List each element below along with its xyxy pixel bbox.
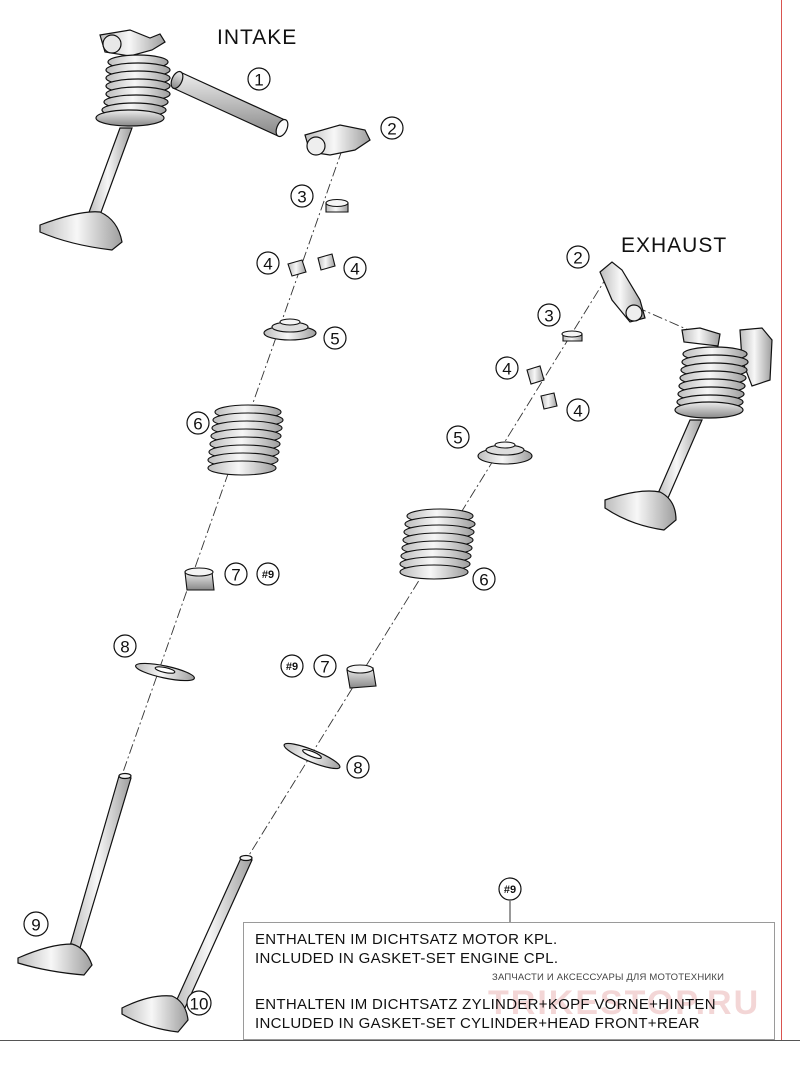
svg-text:4: 4 <box>573 402 582 421</box>
callout-5-intake: 5 <box>323 326 347 350</box>
svg-text:5: 5 <box>453 429 462 448</box>
callout-3-exhaust: 3 <box>537 303 561 327</box>
svg-text:#9: #9 <box>262 569 274 581</box>
intake-assembled-valve <box>39 29 171 251</box>
callout-4-exhaust-right: 4 <box>566 398 590 422</box>
note-line-1: ENTHALTEN IM DICHTSATZ MOTOR KPL. <box>255 931 558 948</box>
intake-title: INTAKE <box>217 26 297 49</box>
svg-text:4: 4 <box>350 260 359 279</box>
part-7-exhaust-stem-seal <box>346 664 377 689</box>
note-line-4: INCLUDED IN GASKET-SET CYLINDER+HEAD FRO… <box>255 1015 700 1032</box>
right-margin-rule <box>781 0 782 1040</box>
part-3-intake-shim <box>325 198 349 213</box>
svg-text:7: 7 <box>320 658 329 677</box>
callout-8-exhaust: 8 <box>346 755 370 779</box>
note-ref9-callout: #9 <box>498 877 522 901</box>
part-4-exhaust-keepers <box>526 365 558 410</box>
svg-text:4: 4 <box>263 255 272 274</box>
part-1-rocker-shaft <box>170 70 289 138</box>
svg-text:#9: #9 <box>504 884 516 896</box>
svg-text:8: 8 <box>120 638 129 657</box>
callout-7-intake: 7 <box>224 562 248 586</box>
part-5-exhaust-retainer <box>477 441 533 465</box>
svg-text:7: 7 <box>231 566 240 585</box>
callout-3-intake: 3 <box>290 184 314 208</box>
part-7-intake-stem-seal <box>184 567 215 591</box>
part-2-exhaust-rocker-arm <box>599 261 646 323</box>
part-2-intake-rocker-arm <box>304 124 371 156</box>
svg-text:8: 8 <box>353 759 362 778</box>
svg-text:6: 6 <box>193 415 202 434</box>
exhaust-assembled-valve <box>604 327 773 531</box>
callout-6-intake: 6 <box>186 411 210 435</box>
svg-text:9: 9 <box>31 916 40 935</box>
note-line-3: ENTHALTEN IM DICHTSATZ ZYLINDER+KOPF VOR… <box>255 996 716 1013</box>
exhaust-assembled-spring <box>674 346 749 419</box>
callout-8-intake: 8 <box>113 634 137 658</box>
part-9-intake-valve <box>17 772 132 976</box>
svg-text:4: 4 <box>502 360 511 379</box>
part-3-exhaust-shim <box>561 330 583 342</box>
callout-2-intake: 2 <box>380 116 404 140</box>
callout-4-exhaust-left: 4 <box>495 356 519 380</box>
callout-7-exhaust: 7 <box>313 654 337 678</box>
callout-2-exhaust: 2 <box>566 245 590 269</box>
callout-6-exhaust: 6 <box>472 567 496 591</box>
svg-text:6: 6 <box>479 571 488 590</box>
callout-4-intake-right: 4 <box>343 256 367 280</box>
callout-ref9-intake: #9 <box>256 562 280 586</box>
part-5-intake-retainer <box>263 318 317 341</box>
part-8-exhaust-spring-seat <box>283 742 341 770</box>
watermark-logo: TRIKESTOP.RU <box>488 984 761 1022</box>
part-6-intake-spring <box>207 404 284 476</box>
gasket-set-note-box <box>243 922 775 1040</box>
exhaust-title: EXHAUST <box>621 234 727 257</box>
callout-10: 10 <box>186 990 212 1016</box>
note-line-2: INCLUDED IN GASKET-SET ENGINE CPL. <box>255 950 559 967</box>
svg-text:2: 2 <box>387 120 396 139</box>
part-6-exhaust-spring <box>399 508 476 580</box>
svg-text:5: 5 <box>330 330 339 349</box>
callout-1: 1 <box>247 67 271 91</box>
svg-text:3: 3 <box>544 307 553 326</box>
svg-text:10: 10 <box>190 995 209 1014</box>
callout-5-exhaust: 5 <box>446 425 470 449</box>
callout-4-intake-left: 4 <box>256 251 280 275</box>
svg-text:2: 2 <box>573 249 582 268</box>
part-10-exhaust-valve <box>121 854 253 1033</box>
svg-text:1: 1 <box>254 71 263 90</box>
part-4-intake-keepers <box>287 253 336 277</box>
svg-text:#9: #9 <box>286 661 298 673</box>
callout-9: 9 <box>23 911 49 937</box>
svg-text:3: 3 <box>297 188 306 207</box>
bottom-rule <box>0 1040 800 1041</box>
watermark-caption: ЗАПЧАСТИ И АКСЕССУАРЫ ДЛЯ МОТОТЕХНИКИ <box>492 972 725 983</box>
callout-ref9-exhaust: #9 <box>280 654 304 678</box>
intake-assembled-spring <box>95 54 171 127</box>
part-8-intake-spring-seat <box>135 662 195 682</box>
